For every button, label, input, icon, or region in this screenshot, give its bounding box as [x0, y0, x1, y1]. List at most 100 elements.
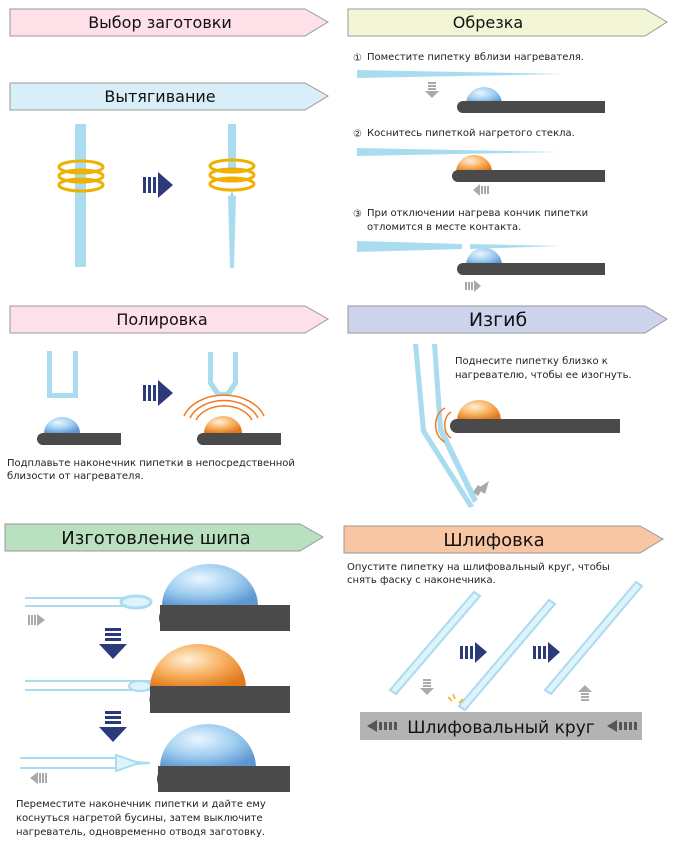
heater-bar [42, 433, 121, 445]
spike-step-3 [20, 724, 290, 792]
pipette [388, 590, 482, 696]
left-arrow-icon [473, 184, 489, 196]
spike-step-1 [25, 564, 290, 631]
hot-bead [204, 416, 242, 433]
process-arrow-icon [533, 642, 560, 663]
sparks-icon [447, 693, 464, 704]
bending-illustration: Поднесите пипетку близко к нагревателю, … [413, 344, 632, 508]
spike-step-2 [25, 644, 290, 713]
spike-note-line3: нагреватель, одновременно отводя заготов… [16, 827, 265, 838]
polishing-note-line2: близости от нагревателя. [7, 471, 144, 482]
glass-bead [44, 417, 80, 433]
step-number: ② [353, 129, 362, 140]
pipette-tip [119, 594, 153, 610]
up-arrow-icon [578, 685, 592, 701]
pipette [357, 148, 560, 156]
left-arrow-icon [607, 720, 637, 732]
spike-note-line1: Переместите наконечник пипетки и дайте е… [16, 799, 266, 810]
heating-coil-icon [57, 159, 105, 193]
hot-bead [150, 644, 246, 688]
left-arrow-icon [30, 772, 47, 784]
step-text: Коснитесь пипеткой нагретого стекла. [367, 128, 575, 139]
heater-bar [202, 433, 281, 445]
pipette [25, 689, 153, 691]
pipette [357, 241, 462, 252]
bending-note-line1: Поднесите пипетку близко к [455, 356, 608, 367]
banner-cutting: Обрезка [347, 8, 668, 37]
banner-spike-label: Изготовление шипа [61, 528, 250, 549]
banner-polishing: Полировка [9, 305, 329, 334]
broken-tip [470, 244, 560, 249]
banner-grinding: Шлифовка [343, 525, 664, 554]
heating-coil-icon [208, 158, 256, 192]
glass-bead [162, 564, 258, 606]
step-text: отломится в месте контакта. [367, 222, 521, 233]
banner-spike: Изготовление шипа [4, 523, 324, 552]
spike-tip [115, 753, 151, 773]
down-arrow-icon [425, 82, 439, 98]
polishing-note-line1: Подплавьте наконечник пипетки в непосред… [7, 458, 295, 469]
grinding-note-line2: снять фаску с наконечника. [347, 575, 496, 586]
banner-blank-selection-label: Выбор заготовки [88, 13, 232, 32]
grinding-illustration: Опустите пипетку на шлифовальный круг, ч… [347, 562, 644, 740]
left-arrow-icon [367, 720, 397, 732]
glass-capillary [75, 124, 86, 267]
bending-note-line2: нагревателю, чтобы ее изогнуть. [455, 370, 632, 381]
heat-waves-icon [434, 407, 452, 443]
down-arrow-icon [99, 628, 127, 659]
process-arrow-icon [143, 380, 173, 406]
banner-grinding-label: Шлифовка [443, 530, 544, 551]
bent-pipette [432, 344, 478, 503]
step-number: ① [353, 53, 362, 64]
banner-cutting-label: Обрезка [453, 13, 523, 32]
heater-bar [456, 419, 620, 433]
heater-bar [462, 101, 605, 113]
cutting-step-2: ② Коснитесь пипеткой нагретого стекла. [353, 128, 605, 196]
down-arrow-icon [420, 679, 434, 695]
grinding-note-line1: Опустите пипетку на шлифовальный круг, ч… [347, 562, 610, 573]
right-arrow-icon [465, 280, 481, 292]
down-arrow-icon [99, 711, 127, 742]
pipette-open-end [47, 351, 78, 398]
banner-polishing-label: Полировка [116, 310, 207, 329]
right-arrow-icon [28, 614, 45, 626]
polishing-illustration: Подплавьте наконечник пипетки в непосред… [7, 351, 295, 482]
heater-bar [457, 170, 605, 182]
glass-bead [466, 248, 502, 265]
hot-bead [457, 400, 501, 420]
heater-bar [160, 605, 290, 631]
cutting-step-1: ① Поместите пипетку вблизи нагревателя. [353, 52, 605, 113]
pipette-beveled [543, 580, 644, 696]
process-arrow-icon [143, 172, 173, 198]
cutting-step-3: ③ При отключении нагрева кончик пипетки … [353, 208, 605, 292]
grinding-wheel-label: Шлифовальный круг [407, 718, 594, 738]
glass-capillary-lower [228, 196, 236, 268]
process-arrow-icon [460, 642, 487, 663]
pipette-grinding [457, 598, 557, 712]
step-number: ③ [353, 209, 362, 220]
banner-bending-label: Изгиб [469, 309, 527, 331]
pulling-illustration [57, 124, 256, 268]
banner-pulling-label: Вытягивание [104, 87, 215, 106]
banner-blank-selection: Выбор заготовки [9, 8, 329, 37]
pipette [20, 767, 124, 769]
glass-bead [160, 724, 256, 768]
glass-capillary-upper [228, 124, 236, 168]
glass-bead [466, 87, 502, 104]
hot-bead [456, 155, 492, 172]
pipette [357, 70, 565, 78]
heater-bar [158, 766, 290, 792]
spike-note-line2: коснуться нагретой бусины, затем выключи… [16, 813, 263, 824]
pipette [25, 605, 135, 607]
heater-bar [462, 263, 605, 275]
step-text: При отключении нагрева кончик пипетки [367, 208, 588, 219]
heater-bar [150, 686, 290, 713]
diagonal-arrow-icon [473, 481, 489, 496]
step-text: Поместите пипетку вблизи нагревателя. [367, 52, 584, 63]
banner-bending: Изгиб [347, 305, 668, 334]
banner-pulling: Вытягивание [9, 82, 329, 111]
heat-waves-icon [183, 394, 265, 421]
grinding-wheel: Шлифовальный круг [360, 712, 642, 740]
pipette-polished-end [208, 352, 238, 396]
